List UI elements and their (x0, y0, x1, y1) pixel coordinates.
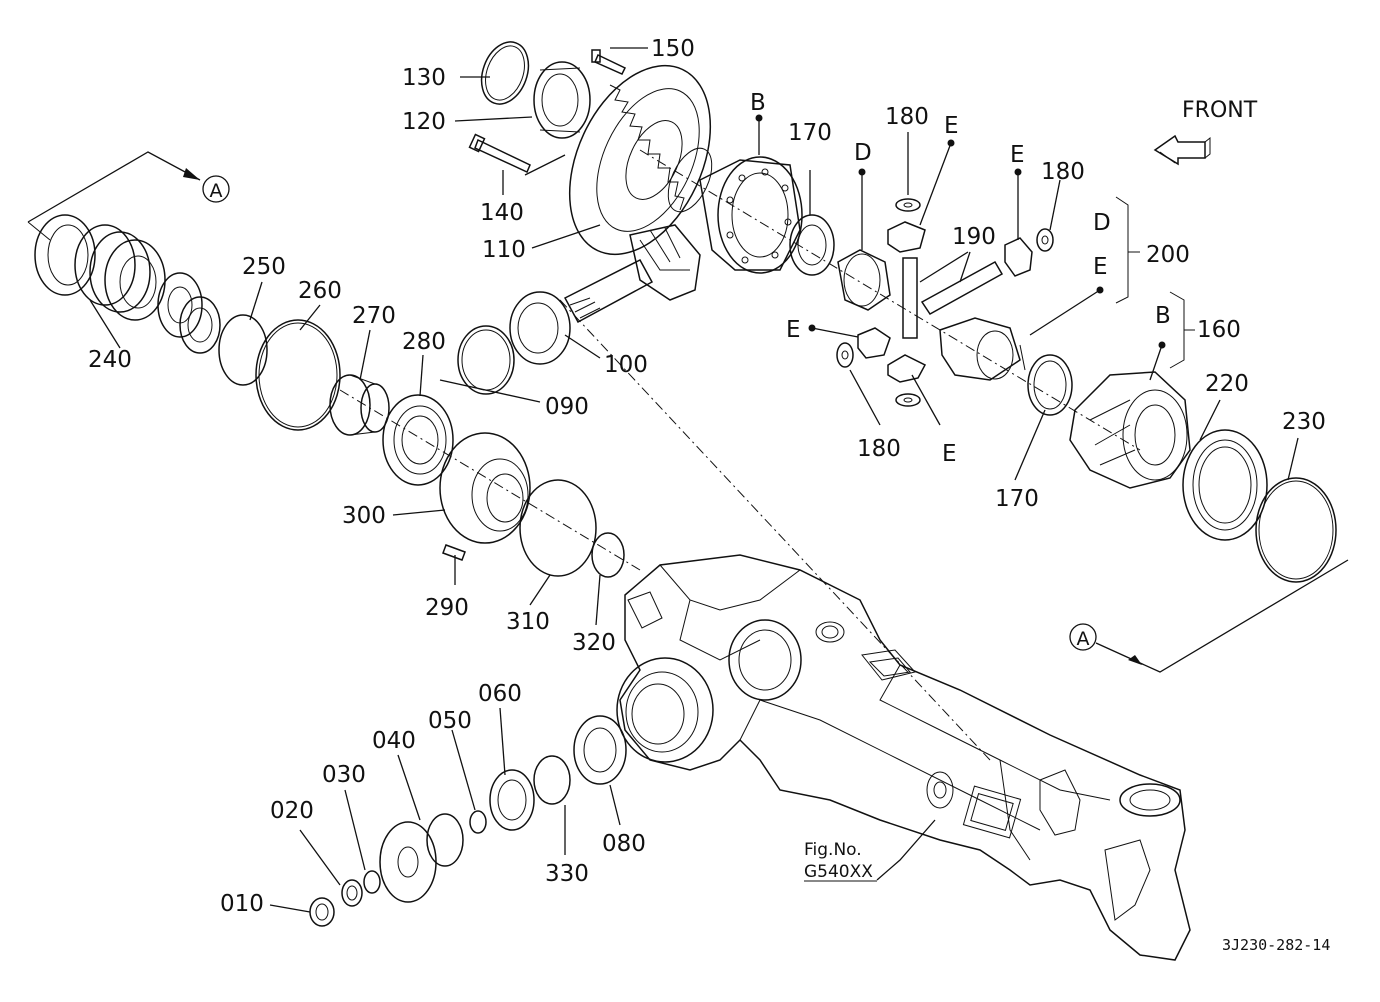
part-label-240: 240 (88, 347, 132, 373)
letter-e-2: E (1010, 142, 1025, 168)
part-label-310: 310 (506, 609, 550, 635)
letter-b-right: B (1155, 303, 1171, 329)
bearings-and-rings (457, 41, 1337, 583)
front-label: FRONT (1182, 98, 1258, 123)
view-indicator-a-top: A (27, 151, 230, 223)
part-label-120: 120 (402, 109, 446, 135)
part-label-110: 110 (482, 237, 526, 263)
part-label-200: 200 (1146, 242, 1190, 268)
differential-gears (836, 198, 1054, 407)
part-label-180-lower: 180 (857, 436, 901, 462)
part-label-270: 270 (352, 303, 396, 329)
part-label-050: 050 (428, 708, 472, 734)
view-marker-a-bottom: A (1077, 628, 1090, 650)
part-label-220: 220 (1205, 371, 1249, 397)
part-label-040: 040 (372, 728, 416, 754)
part-label-190: 190 (952, 224, 996, 250)
part-label-140: 140 (480, 200, 524, 226)
view-indicator-a-bottom: A (1069, 559, 1349, 673)
part-label-260: 260 (298, 278, 342, 304)
letter-e-4: E (786, 317, 801, 343)
part-label-280: 280 (402, 329, 446, 355)
part-label-180-upper: 180 (885, 104, 929, 130)
part-label-170-lower: 170 (995, 486, 1039, 512)
part-label-130: 130 (402, 65, 446, 91)
part-label-160: 160 (1197, 317, 1241, 343)
part-label-180-right: 180 (1041, 159, 1085, 185)
fig-no-value: G540XX (804, 862, 873, 882)
part-labels: 130 120 150 140 110 100 090 B 170 D 180 … (88, 36, 1326, 917)
letter-e-1: E (944, 113, 959, 139)
part-label-170-upper: 170 (788, 120, 832, 146)
side-cover-group (329, 374, 625, 578)
part-label-100: 100 (604, 352, 648, 378)
part-label-250: 250 (242, 254, 286, 280)
part-label-060: 060 (478, 681, 522, 707)
centerline-left (339, 389, 641, 571)
part-label-090: 090 (545, 394, 589, 420)
ring-gear (568, 64, 713, 256)
axle-housing (616, 554, 1191, 961)
pinion-shaft (563, 224, 701, 324)
part-label-290: 290 (425, 595, 469, 621)
part-label-150: 150 (651, 36, 695, 62)
part-label-020: 020 (270, 798, 314, 824)
letter-e-3: E (1093, 254, 1108, 280)
centerline-upper (639, 149, 1141, 451)
part-label-030: 030 (322, 762, 366, 788)
leader-lines (89, 47, 1299, 913)
clutch-pack (34, 214, 341, 431)
letter-b-upper: B (750, 90, 766, 116)
part-label-320: 320 (572, 630, 616, 656)
drawing-reference: 3J230-282-14 (1222, 936, 1330, 954)
centerline-pinion (559, 299, 991, 761)
front-arrow-icon (1153, 134, 1211, 166)
part-label-080: 080 (602, 831, 646, 857)
axle-hub-group (309, 715, 627, 927)
view-marker-a-top: A (210, 180, 223, 202)
part-label-010: 010 (220, 891, 264, 917)
letter-d-upper: D (854, 140, 872, 166)
letter-d-right: D (1093, 210, 1111, 236)
part-label-330: 330 (545, 861, 589, 887)
part-label-300: 300 (342, 503, 386, 529)
fig-no-label: Fig.No. (804, 840, 862, 860)
part-label-230: 230 (1282, 409, 1326, 435)
differential-case-left (699, 156, 803, 274)
letter-e-5: E (942, 441, 957, 467)
differential-case-right (1069, 371, 1191, 489)
